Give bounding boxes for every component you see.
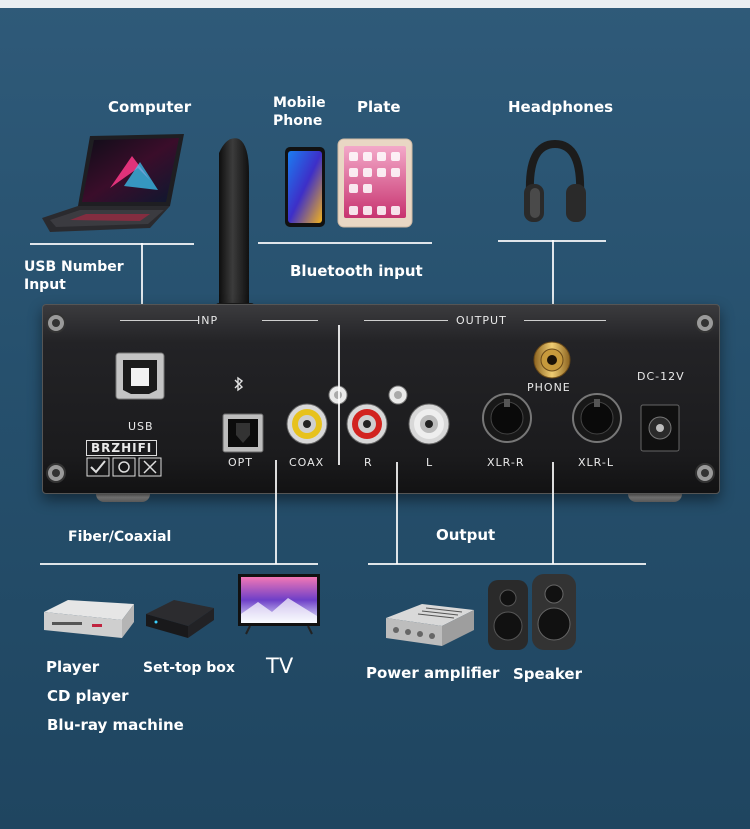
label-speaker: Speaker <box>513 665 582 683</box>
line-fiber-vertical <box>275 460 277 564</box>
phone-label: PHONE <box>527 381 571 394</box>
input-header-rule-right <box>262 320 318 321</box>
output-header: OUTPUT <box>456 314 507 327</box>
line-output-vertical-left <box>396 462 398 564</box>
l-label: L <box>426 456 434 469</box>
opt-label: OPT <box>228 456 254 469</box>
r-label: R <box>364 456 373 469</box>
line-usb-vertical <box>141 243 143 345</box>
line-output-vertical-right <box>552 462 554 564</box>
label-mobile-phone-line1: Mobile <box>273 95 326 111</box>
label-bluray-machine: Blu-ray machine <box>47 716 184 734</box>
line-bluetooth-horizontal <box>258 242 432 244</box>
input-header-rule-left <box>120 320 198 321</box>
dc-label: DC-12V <box>637 370 685 383</box>
label-tv: TV <box>266 654 294 678</box>
top-border <box>0 0 750 8</box>
label-fiber-coaxial: Fiber/Coaxial <box>68 529 172 545</box>
line-usb-horizontal <box>30 243 194 245</box>
brand-logo: BRZHIFI <box>86 440 158 456</box>
label-plate: Plate <box>357 98 401 116</box>
usb-label: USB <box>128 420 154 433</box>
optical-port <box>222 413 264 453</box>
label-usb-input-line2: Input <box>24 277 66 293</box>
laptop-icon <box>42 134 184 232</box>
bluetooth-icon <box>234 376 244 392</box>
label-computer: Computer <box>108 98 192 116</box>
cd-player-icon <box>44 600 134 638</box>
screw-icon <box>46 463 66 483</box>
line-output-horizontal <box>368 563 646 565</box>
xlr-l-label: XLR-L <box>578 456 614 469</box>
label-bluetooth-input: Bluetooth input <box>290 262 423 280</box>
usb-b-port <box>115 352 165 400</box>
output-header-rule-right <box>524 320 606 321</box>
phone-jack <box>533 341 571 379</box>
coax-label: COAX <box>289 456 325 469</box>
label-headphones: Headphones <box>508 98 614 116</box>
xlr-r-label: XLR-R <box>487 456 525 469</box>
speaker-icon <box>488 574 576 650</box>
label-set-top-box: Set-top box <box>143 660 235 676</box>
certification-marks-icon <box>86 457 162 477</box>
dc-power-jack <box>640 404 680 452</box>
input-header: INP <box>197 314 219 327</box>
label-mobile-phone-line2: Phone <box>273 113 323 129</box>
xlr-right-port <box>482 393 532 443</box>
rca-left-port <box>408 403 450 445</box>
tv-icon <box>238 574 320 635</box>
label-player: Player <box>46 658 100 676</box>
label-power-amplifier: Power amplifier <box>366 664 500 682</box>
mobile-phone-icon <box>285 147 325 227</box>
label-output: Output <box>436 526 496 544</box>
line-fiber-horizontal <box>40 563 318 565</box>
line-headphones-vertical <box>552 240 554 346</box>
rca-right-port <box>346 403 388 445</box>
output-header-rule-left <box>364 320 448 321</box>
screw-icon <box>695 463 715 483</box>
indicator-screw-icon <box>388 385 408 405</box>
label-cd-player: CD player <box>47 687 129 705</box>
set-top-box-icon <box>146 600 214 638</box>
screw-icon <box>695 313 715 333</box>
coax-port <box>286 403 328 445</box>
headphones-icon <box>524 139 586 222</box>
power-amplifier-icon <box>386 604 474 646</box>
label-usb-input-line1: USB Number <box>24 259 124 275</box>
xlr-left-port <box>572 393 622 443</box>
screw-icon <box>46 313 66 333</box>
tablet-icon <box>337 138 413 228</box>
line-bluetooth-vertical <box>338 325 340 465</box>
